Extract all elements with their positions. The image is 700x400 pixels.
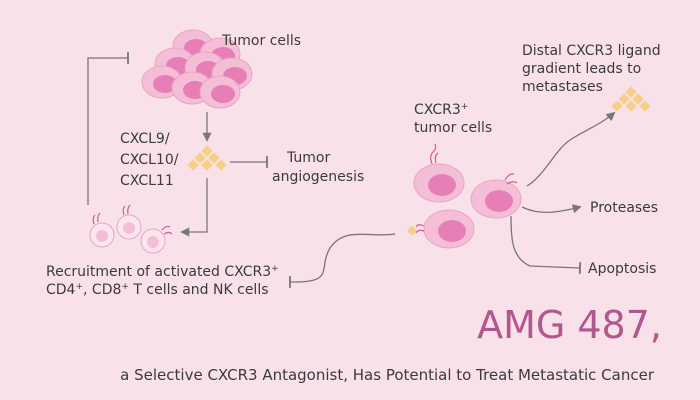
- tumor-to-tcell-inhibition-line: [290, 234, 395, 282]
- distal-label-1: Distal CXCR3 ligand: [522, 42, 661, 60]
- chemokine-label-2: CXCL10/: [120, 151, 178, 169]
- cxcr3-tumor-cells: [407, 144, 521, 248]
- cxcr3-tumor-label-line-2: tumor cells: [414, 119, 492, 137]
- cxcr3-tumor-cell: [414, 144, 464, 202]
- chemokine-label-3: CXCL11: [120, 172, 174, 190]
- metastasis-arrow: [527, 113, 614, 186]
- recruitment-label-line-1: Recruitment of activated CXCR3+: [46, 263, 279, 281]
- headline-title: AMG 487,: [477, 303, 662, 347]
- distal-label-3: metastases: [522, 78, 603, 96]
- headline-subtitle: a Selective CXCR3 Antagonist, Has Potent…: [120, 365, 654, 385]
- chemokine-diamonds: [187, 145, 226, 170]
- recruitment-label-line-2: CD4+, CD8+ T cells and NK cells: [46, 281, 269, 299]
- t-cell: [141, 226, 172, 253]
- apoptosis-inhibition-line: [511, 216, 580, 268]
- cxcr3-tumor-cell: [407, 210, 474, 248]
- chemokine-label-1: CXCL9/: [120, 130, 170, 148]
- distal-chemokine-diamonds: [611, 86, 650, 111]
- t-cell: [117, 205, 141, 239]
- tumor-cell: [200, 76, 240, 108]
- apoptosis-label: Apoptosis: [588, 260, 656, 278]
- t-cell: [90, 213, 114, 247]
- cxcr3-tumor-cell: [471, 174, 521, 218]
- activated-t-cells: [90, 205, 172, 253]
- distal-label-2: gradient leads to: [522, 60, 641, 78]
- chemokine-to-tcell-arrow: [182, 178, 207, 232]
- cxcr3-tumor-label-line-1: CXCR3+: [414, 101, 468, 119]
- angiogenesis-label-1: Tumor: [287, 149, 330, 167]
- angiogenesis-label-2: angiogenesis: [272, 168, 364, 186]
- proteases-label: Proteases: [590, 199, 658, 217]
- tumor-cells-label: Tumor cells: [222, 32, 301, 50]
- proteases-arrow: [522, 207, 580, 212]
